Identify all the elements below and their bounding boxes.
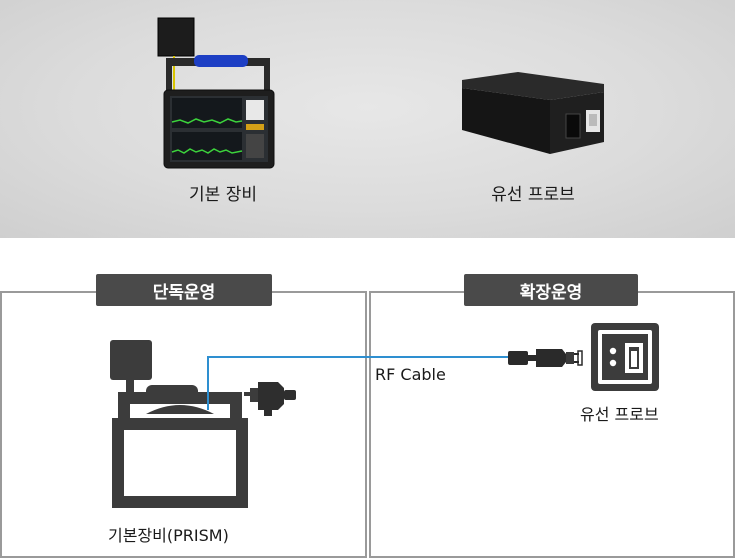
basic-equipment-label: 기본 장비 (189, 185, 257, 205)
product-photo-area: 기본 장비 유선 프로브 (0, 0, 735, 238)
wired-probe-icon (591, 323, 659, 391)
wired-probe-image (462, 72, 604, 154)
wired-probe-label: 유선 프로브 (491, 185, 575, 205)
tab-standalone-operation: 단독운영 (96, 274, 272, 306)
rf-connector-icon (244, 382, 296, 416)
basic-device-diagram (110, 340, 248, 508)
cable-connector-icon (508, 349, 583, 367)
rf-cable-label: RF Cable (375, 365, 446, 384)
extended-panel (369, 291, 735, 558)
tab-extended-operation: 확장운영 (464, 274, 638, 306)
basic-equipment-image (157, 17, 275, 169)
wired-probe-diagram-label: 유선 프로브 (580, 405, 659, 424)
basic-device-diagram-label: 기본장비(PRISM) (108, 526, 229, 545)
